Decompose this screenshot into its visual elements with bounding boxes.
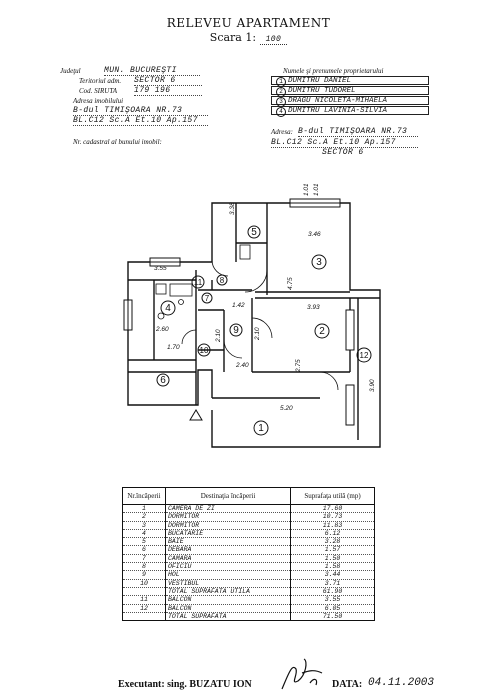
room-number: 8: [220, 276, 225, 285]
area-table: Nr.încăperii Destinaţia încăperii Supraf…: [122, 487, 375, 622]
room-number: 9: [233, 325, 239, 336]
dimension-label: 3.93: [307, 304, 320, 311]
address-line-2: BL.C12 Sc.A Et.10 Ap.157: [73, 116, 208, 126]
dimension-label: 1.01: [313, 183, 320, 196]
room-number: 12: [360, 351, 369, 360]
room-number: 11: [194, 278, 203, 287]
siruta-label: Cod. SIRUTA: [79, 87, 117, 95]
room-number: 4: [165, 303, 171, 314]
column-header: Suprafaţa utilă (mp): [290, 487, 375, 505]
column-header: Destinaţia încăperii: [165, 487, 291, 505]
dimension-label: 1.42: [232, 302, 245, 309]
signature: [281, 658, 323, 690]
cadastral-label: Nr. cadastral al bunului imobil:: [73, 138, 162, 146]
dimension-label: 2.10: [215, 329, 222, 343]
room-number: 5: [251, 227, 257, 238]
date-label: DATA:: [332, 679, 363, 690]
dimension-label: 2.75: [295, 359, 302, 373]
dimension-label: 2.60: [155, 326, 169, 333]
room-number: 3: [316, 257, 322, 268]
dimension-label: 4.75: [287, 277, 294, 290]
room-number: 1: [258, 423, 264, 434]
address-label: Adresa imobilului: [73, 97, 124, 105]
owner-address-line-3: SECTOR 6: [322, 148, 364, 157]
owner-address-line-1: B-dul TIMIŞOARA NR.73: [298, 127, 418, 137]
dimension-label: 2.10: [254, 327, 261, 341]
owner-address-line-2: BL.C12 Sc.A Et.10 Ap.157: [271, 138, 418, 148]
column-header: Nr.încăperii: [122, 487, 166, 505]
document-title: RELEVEU APARTAMENT: [166, 16, 331, 30]
dimension-label: 3.46: [308, 231, 321, 238]
territory-label: Teritoriul adm.: [79, 77, 122, 85]
dimension-label: 5.20: [280, 405, 293, 412]
county-label: Judeţul: [60, 67, 81, 75]
scale-value: 100: [259, 35, 288, 45]
owners-header: Numele şi prenumele proprietarului: [283, 67, 384, 75]
dimension-label: 3.55: [154, 265, 167, 272]
room-number: 7: [205, 294, 210, 303]
room-number: 10: [200, 346, 209, 355]
scale-label: Scara 1:: [209, 31, 257, 44]
territory-value: SECTOR 6: [134, 76, 202, 86]
county-value: MUN. BUCUREŞTI: [104, 66, 200, 76]
room-number: 2: [319, 326, 325, 337]
dimension-label: 3.38: [229, 202, 236, 215]
dimension-label: 2.40: [235, 362, 249, 369]
siruta-value: 179 196: [134, 86, 202, 96]
dimension-label: 3.90: [369, 379, 376, 392]
owner-address-label: Adresa:: [271, 128, 293, 136]
dimension-label: 1.70: [167, 344, 180, 351]
date-value: 04.11.2003: [368, 677, 435, 689]
executant-label: Executant: sing. BUZATU ION: [118, 679, 252, 690]
scale-line: Scara 1: 100: [0, 31, 497, 45]
address-line-1: B-dul TIMIŞOARA NR.73: [73, 106, 208, 116]
dimension-label: 1.01: [303, 183, 310, 196]
room-number: 6: [160, 375, 166, 386]
